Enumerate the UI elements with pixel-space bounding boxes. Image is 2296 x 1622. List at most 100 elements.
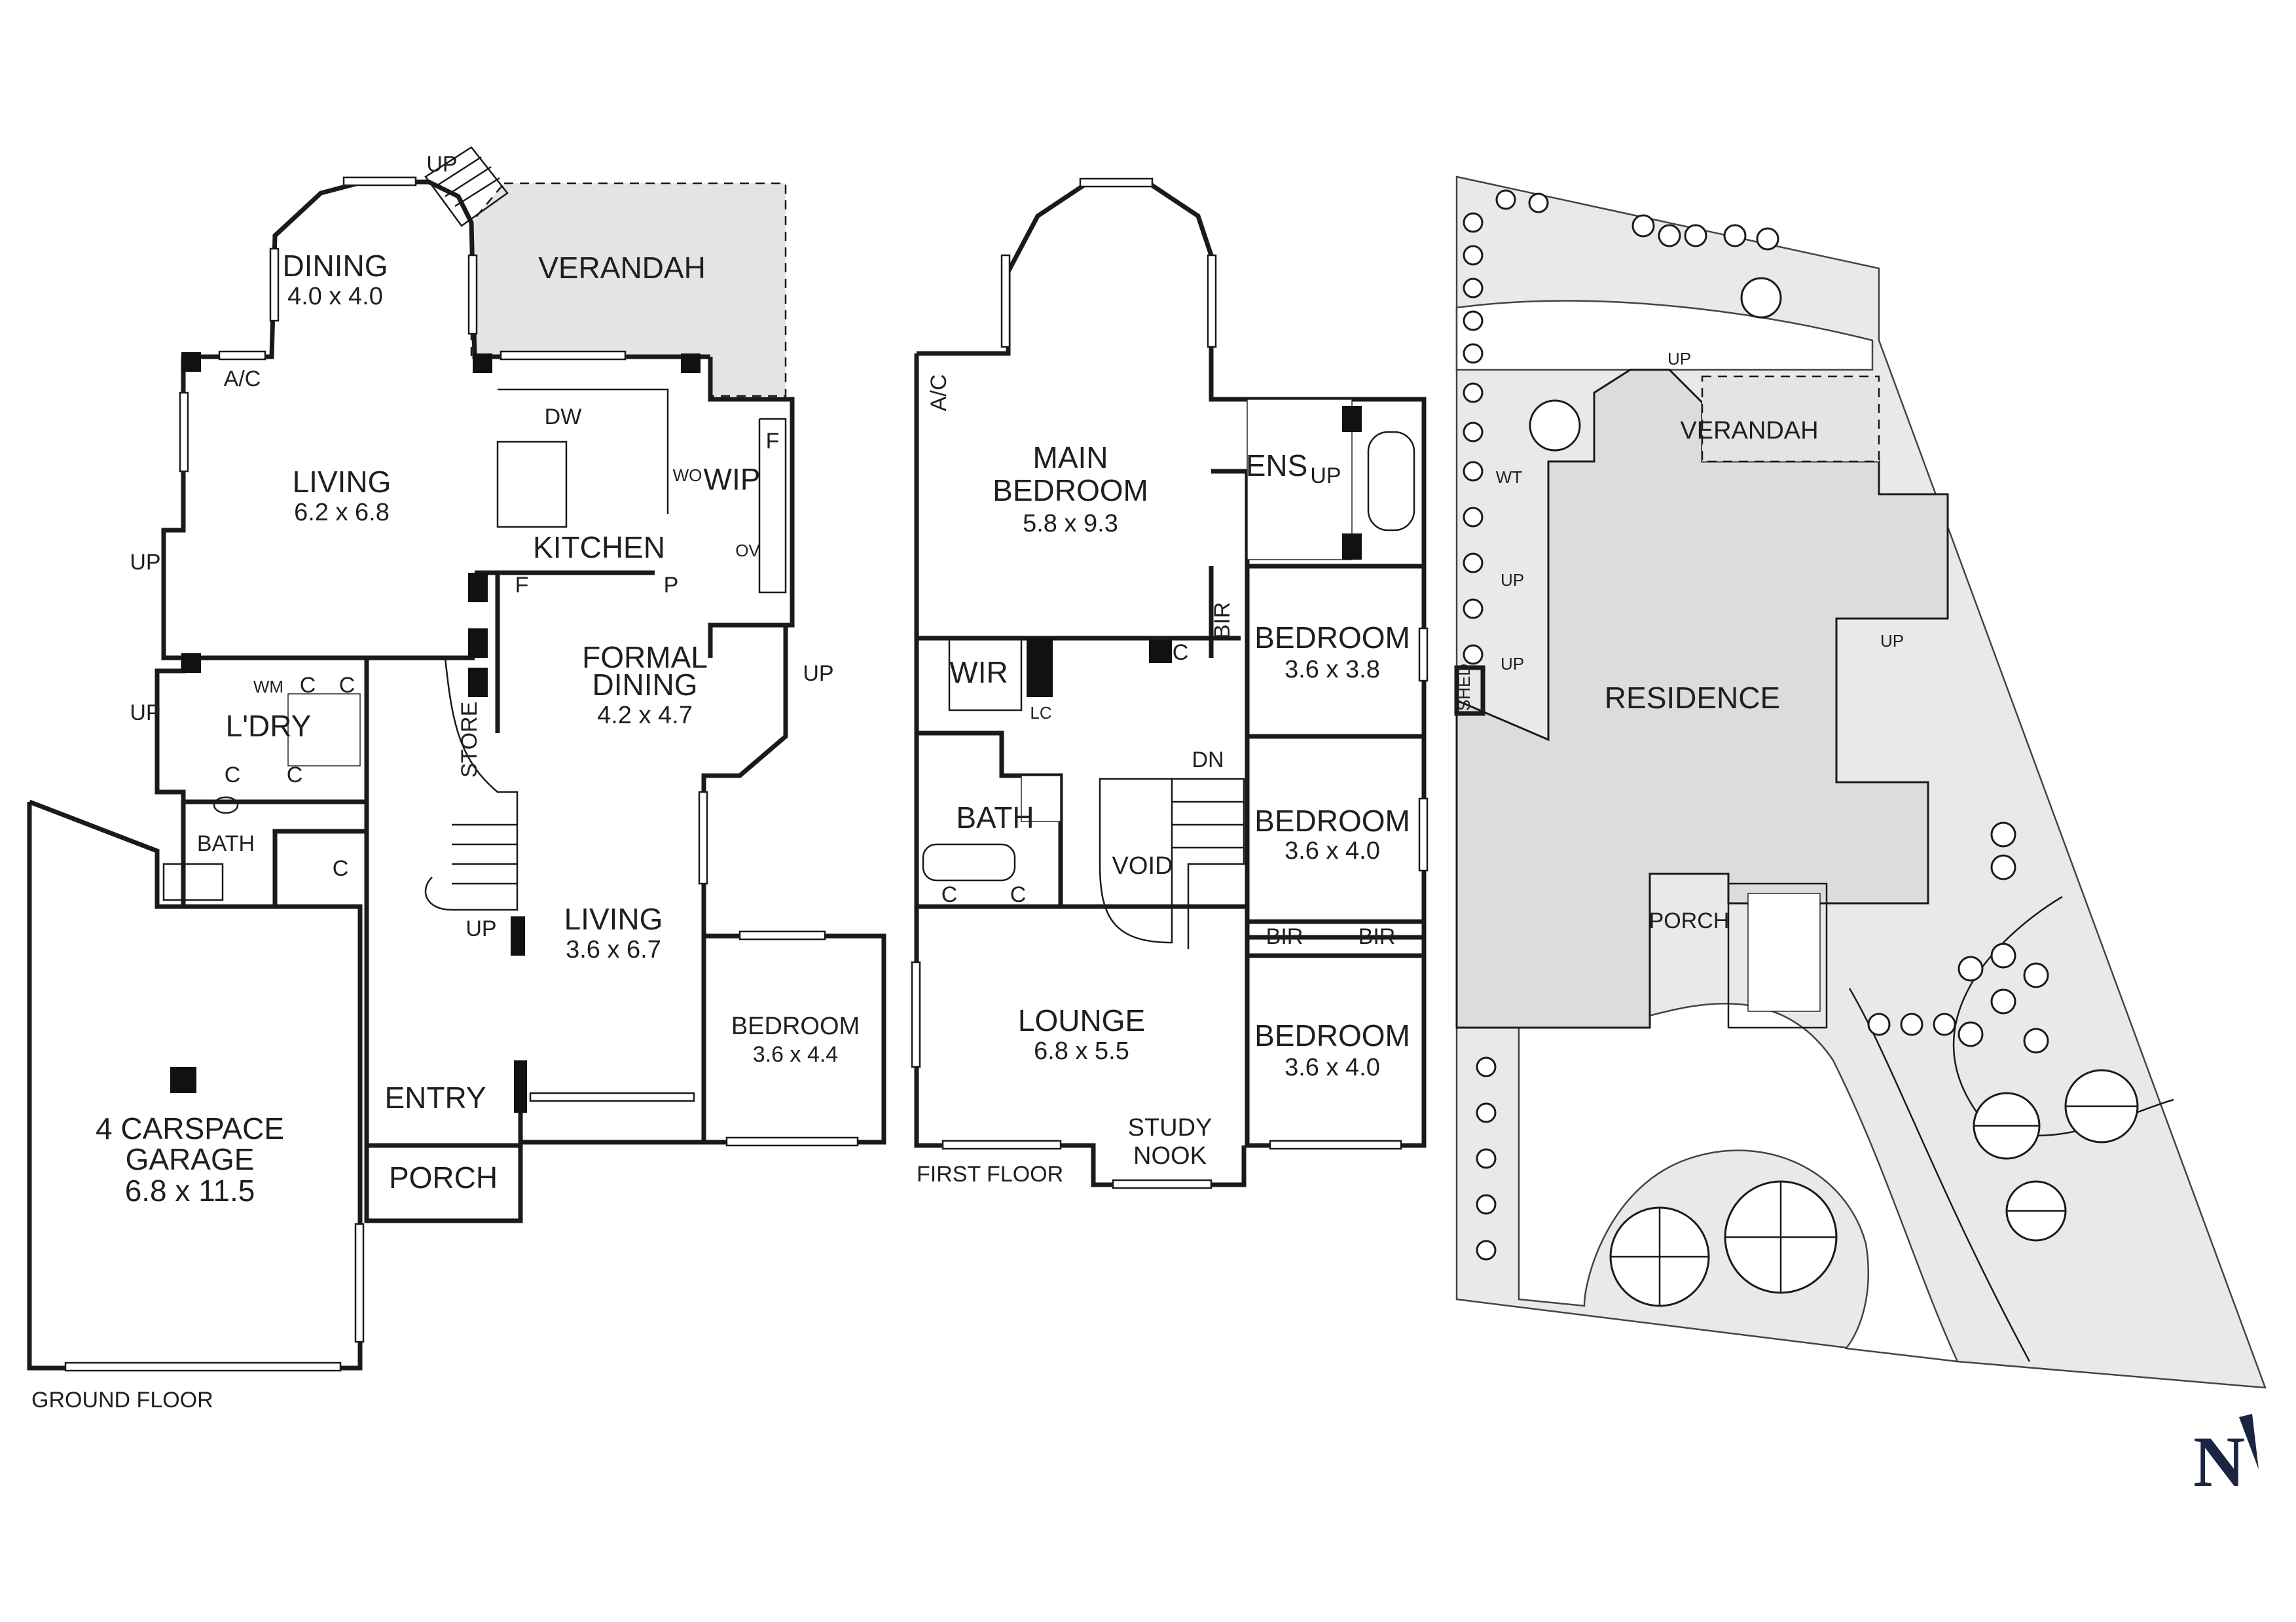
garage-pillar [170,1067,196,1093]
residence-footprint [1455,369,1949,1029]
first-bath-label: BATH [956,801,1034,835]
lounge-label: LOUNGE [1018,1003,1145,1037]
store-label: STORE [457,702,482,778]
formal-dining-label-2: DINING [592,668,698,702]
tree-icon [1990,943,2016,969]
window [1418,797,1429,872]
bir-label: BIR [1266,924,1303,949]
wt-label: WT [1496,467,1523,487]
tree-icon [1990,821,2016,848]
bir-label: BIR [1358,924,1396,949]
up-side-label: UP [803,661,833,686]
tree-icon [1463,343,1484,364]
garage-label-1: 4 CARSPACE [96,1111,284,1145]
window [738,930,826,941]
tree-icon [1476,1240,1497,1261]
void-area [1099,778,1173,944]
entry-wall [364,772,523,1148]
void-label: VOID [1112,852,1173,880]
north-arrow: N [2193,1414,2259,1502]
pillar [181,352,201,372]
tree-icon [1990,854,2016,880]
entry-label: ENTRY [384,1081,486,1115]
wir-unit [948,637,1023,712]
c-label: C [339,673,355,698]
laundry-label: L'DRY [226,709,312,743]
kitchen-bench [498,388,669,514]
first-ac-label: A/C [926,374,951,412]
ground-floor-title: GROUND FLOOR [31,1388,213,1413]
window [354,1223,365,1343]
window [698,791,708,885]
bedroom-1-label: BEDROOM [1254,621,1410,655]
first-floor-title: FIRST FLOOR [917,1162,1063,1187]
wip-wall [708,357,795,658]
lc-label: LC [1030,703,1051,723]
shed-label: SHED [1454,664,1474,711]
pillar [181,653,201,673]
window [467,254,478,335]
fridge-f-label: F [766,429,780,454]
tree-icon [1463,212,1484,233]
laundry-wall [183,655,369,785]
tree-icon [1476,1148,1497,1169]
window [500,350,627,361]
ground-bedroom-size: 3.6 x 4.4 [753,1042,838,1067]
porch-paving [1747,893,1821,1012]
pillar [468,668,488,697]
step-line [445,166,492,198]
north-pointer-icon [2239,1414,2259,1469]
site-up-label: UP [1667,349,1691,369]
tree-icon [1463,382,1484,403]
tree-icon [1476,1194,1497,1215]
living-main-size: 6.2 x 6.8 [294,499,390,526]
dining-label: DINING [283,249,388,283]
first-c-label: C [941,882,958,907]
pantry-p-label: P [664,573,679,598]
verandah-steps [424,146,509,227]
laundry-tiles [287,693,361,766]
site-plan: RESIDENCE VERANDAH UP PORCH SHED WT UP U… [1454,175,2267,1389]
main-bedroom-label-1: MAIN [1033,441,1108,475]
up-laundry-label: UP [130,700,160,725]
ground-floor-plan: DINING 4.0 x 4.0 VERANDAH A/C DW LIVING … [27,146,886,1413]
porch-label: PORCH [389,1161,498,1195]
garage-door [64,1361,342,1372]
first-c-label: C [1010,882,1027,907]
ens-tiles [1247,399,1353,560]
bedroom-2-label: BEDROOM [1254,804,1410,838]
c-label: C [225,763,241,787]
tree-icon [1990,988,2016,1015]
garage-label-2: GARAGE [126,1142,255,1176]
pillar [1027,638,1053,697]
tree-icon [1958,956,1984,982]
up-stair-label: UP [465,916,496,941]
window [179,391,189,473]
ens-wall [1211,469,1250,566]
first-c-label: C [1173,640,1189,665]
bathtub [922,843,1016,882]
tree-icon [1900,1013,1923,1036]
up-verandah-label: UP [426,152,457,177]
formal-dining-label-1: FORMAL [582,640,708,674]
basin [213,796,239,814]
tree-icon [1463,598,1484,619]
ov-label: OV [735,541,760,560]
step-line [435,156,482,188]
living-main-label: LIVING [293,465,392,499]
bir-vertical-label: BIR [1210,602,1235,640]
lounge-size: 6.8 x 5.5 [1034,1037,1129,1065]
living-second-label: LIVING [564,902,663,936]
main-bedroom-label-2: BEDROOM [993,473,1148,507]
tree-icon [1528,192,1549,213]
tree-icon [1463,278,1484,298]
window [1418,627,1429,682]
pillar [1342,533,1362,560]
tree-icon [1867,1013,1891,1036]
front-lawn-path [1518,1003,1959,1363]
up-label: UP [130,550,160,575]
tree-icon [1463,644,1484,665]
first-floor-plan: A/C MAIN BEDROOM 5.8 x 9.3 ENS UP BIR BE… [911,177,1429,1189]
ens-bath [1367,431,1415,532]
north-letter: N [2193,1422,2245,1502]
